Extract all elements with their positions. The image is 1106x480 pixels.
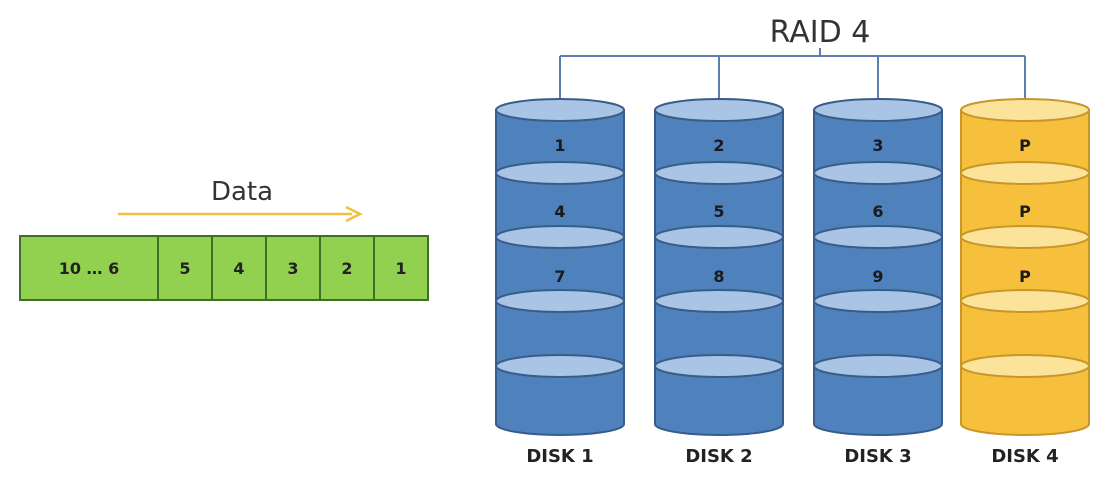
disk-body	[495, 109, 625, 436]
disk-divider	[495, 354, 625, 378]
disk-name-label: DISK 4	[991, 446, 1058, 467]
disk-divider	[654, 354, 784, 378]
parity-block-label: P	[1019, 136, 1031, 155]
strip-block: 3	[265, 235, 321, 301]
strip-block: 10 … 6	[19, 235, 159, 301]
data-flow-label: Data	[211, 177, 273, 207]
strip-block: 5	[157, 235, 213, 301]
bus-connector	[559, 48, 1026, 99]
disk-body	[813, 109, 943, 436]
strip-block: 1	[373, 235, 429, 301]
disk-name-label: DISK 2	[685, 446, 752, 467]
data-block-label: 7	[554, 267, 565, 286]
data-strip: 10 … 6 5 4 3 2 1	[19, 235, 429, 301]
disk-top	[960, 98, 1090, 122]
diagram-title: RAID 4	[770, 15, 871, 50]
disk-divider	[813, 225, 943, 249]
disk-divider	[495, 161, 625, 185]
disk-divider	[813, 354, 943, 378]
data-block-label: 4	[554, 202, 565, 221]
data-block-label: 2	[713, 136, 724, 155]
strip-block-label: 1	[395, 259, 406, 278]
disk-name-label: DISK 3	[844, 446, 911, 467]
disk-top	[495, 98, 625, 122]
parity-block-label: P	[1019, 267, 1031, 286]
data-block-label: 5	[713, 202, 724, 221]
disk-divider	[960, 161, 1090, 185]
strip-block-label: 3	[287, 259, 298, 278]
disk-divider	[495, 225, 625, 249]
disk-name-label: DISK 1	[526, 446, 593, 467]
strip-block-label: 10 … 6	[59, 259, 120, 278]
data-block-label: 8	[713, 267, 724, 286]
data-block-label: 1	[554, 136, 565, 155]
strip-block-label: 4	[233, 259, 244, 278]
data-block-label: 9	[872, 267, 883, 286]
disk-top	[813, 98, 943, 122]
disk-top	[654, 98, 784, 122]
disk-divider	[495, 289, 625, 313]
disk-divider	[654, 289, 784, 313]
disk-body	[960, 109, 1090, 436]
strip-block: 2	[319, 235, 375, 301]
parity-block-label: P	[1019, 202, 1031, 221]
disk-divider	[654, 225, 784, 249]
disk-divider	[813, 161, 943, 185]
strip-block: 4	[211, 235, 267, 301]
strip-block-label: 5	[179, 259, 190, 278]
disk-divider	[654, 161, 784, 185]
strip-block-label: 2	[341, 259, 352, 278]
disk-divider	[960, 354, 1090, 378]
disk-divider	[813, 289, 943, 313]
disk-body	[654, 109, 784, 436]
disk-divider	[960, 289, 1090, 313]
data-flow-arrow	[118, 205, 363, 223]
disk-divider	[960, 225, 1090, 249]
data-block-label: 3	[872, 136, 883, 155]
disk-4: P P P DISK 4	[960, 98, 1090, 467]
data-block-label: 6	[872, 202, 883, 221]
